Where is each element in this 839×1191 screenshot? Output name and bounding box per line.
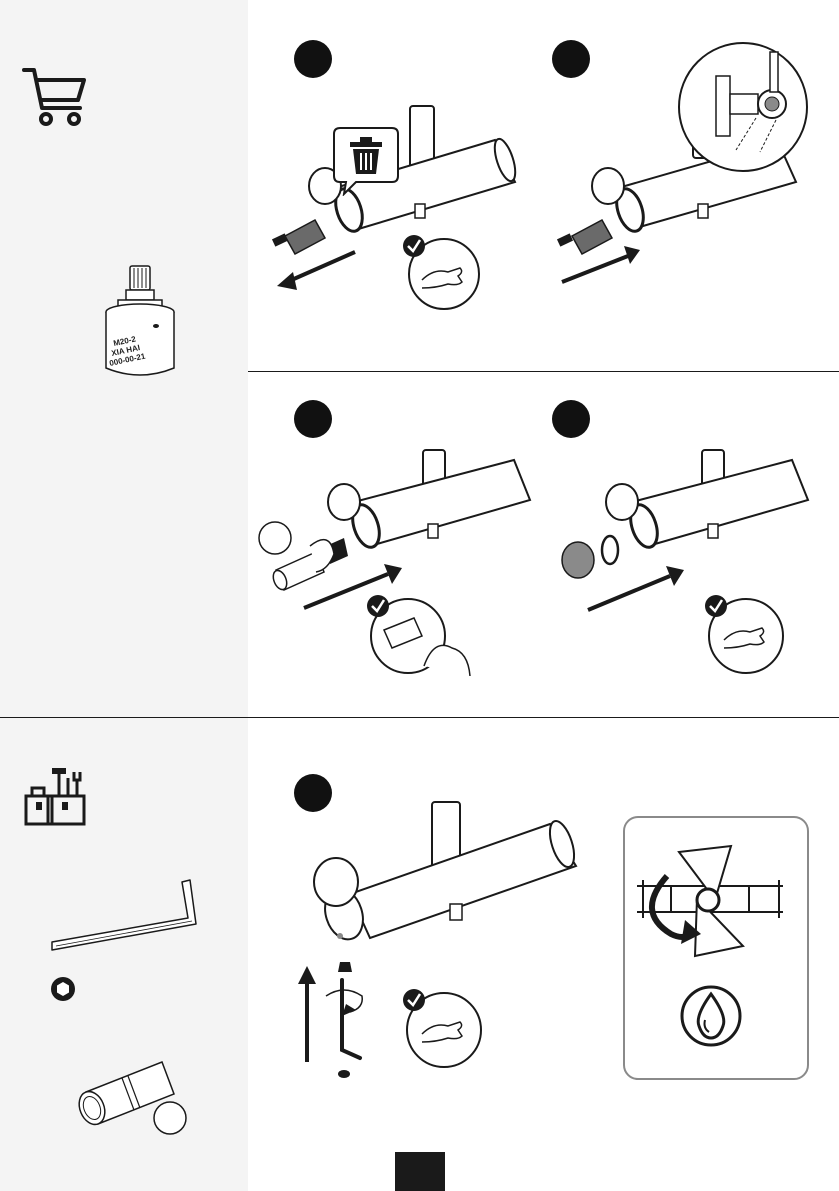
- step-1-marker: [294, 40, 332, 78]
- tool-ref-circle: [154, 1102, 186, 1134]
- hex-socket-icon: [50, 976, 76, 1002]
- hand-check-icon: [400, 232, 484, 312]
- step-2-marker: [552, 40, 590, 78]
- cap-icon: [562, 542, 594, 578]
- hand-check-icon-4: [702, 592, 786, 676]
- toolbox-icon: [24, 766, 86, 826]
- tool-circle-icon: [257, 520, 293, 556]
- rotate-icon: [316, 958, 372, 1082]
- step-4-illustration: [552, 446, 810, 612]
- cartridge-tool-icon: [74, 1048, 198, 1140]
- trash-icon: [330, 124, 402, 196]
- arm-strength-icon: [364, 592, 476, 680]
- hand-check-icon-5: [400, 986, 484, 1070]
- step-5-illustration: [300, 786, 590, 952]
- arrow-up-icon: [296, 964, 318, 1064]
- divider-steps: [248, 371, 839, 372]
- hex-key-icon: [48, 874, 204, 960]
- step-3-marker: [294, 400, 332, 438]
- zoom-detail-icon: [676, 40, 810, 174]
- valve-panel: [623, 816, 809, 1080]
- step-4-marker: [552, 400, 590, 438]
- water-drop-icon: [682, 987, 740, 1045]
- o-ring-icon: [602, 536, 618, 564]
- step-3-illustration: [258, 446, 534, 612]
- shopping-cart-icon: [22, 64, 88, 126]
- page-number-tab: [395, 1152, 445, 1191]
- divider-sections: [0, 717, 839, 718]
- cartridge-part-icon: M20-2 XIA HAI 000-00-21: [104, 264, 176, 380]
